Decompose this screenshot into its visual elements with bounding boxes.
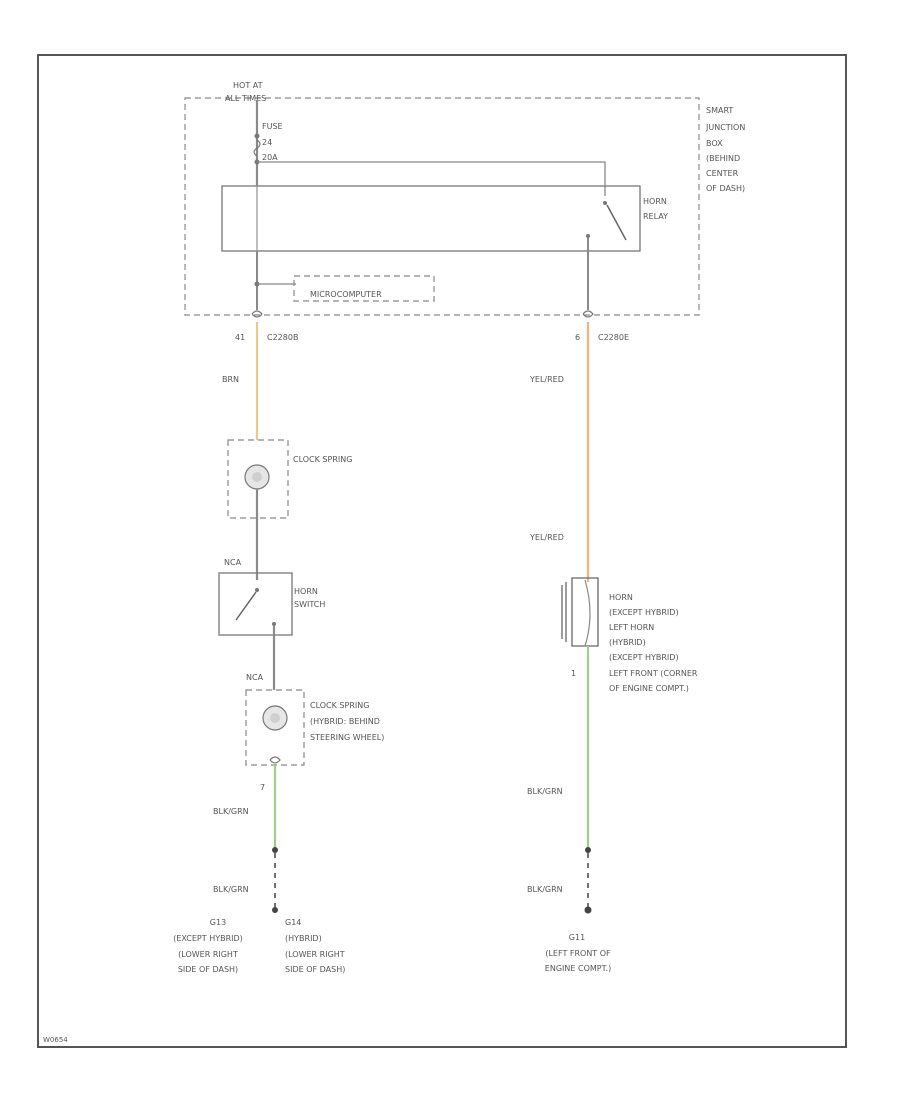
fuse-number: 24 bbox=[262, 138, 272, 147]
sjb-label-line: (BEHIND bbox=[706, 154, 740, 163]
right-yelred-label-2: YEL/RED bbox=[529, 533, 564, 542]
ground-g14-line: SIDE OF DASH) bbox=[285, 965, 345, 974]
connector-c2280b bbox=[251, 310, 263, 318]
right-pin-1: 1 bbox=[571, 669, 576, 678]
sjb-label-line: OF DASH) bbox=[706, 184, 745, 193]
ground-g13-line: (LOWER RIGHT bbox=[178, 950, 238, 959]
relay-switch-arm bbox=[606, 204, 627, 241]
fuse-label: FUSE bbox=[262, 122, 283, 131]
relay-coil-feed bbox=[257, 161, 606, 196]
right-ground-point bbox=[584, 906, 592, 914]
right-connector-label: C2280E bbox=[598, 333, 629, 342]
clock-spring-2-label: CLOCK SPRING bbox=[310, 701, 369, 710]
ground-g11-line: (LEFT FRONT OF bbox=[545, 949, 611, 958]
microcomputer-label: MICROCOMPUTER bbox=[310, 290, 382, 299]
ground-g14-line: (HYBRID) bbox=[285, 934, 322, 943]
ground-g13-line: G13 bbox=[210, 918, 226, 927]
fuse-rating: 20A bbox=[262, 153, 278, 162]
ground-g13-label: G13 (EXCEPT HYBRID) (LOWER RIGHT SIDE OF… bbox=[173, 918, 243, 974]
ground-g13-line: SIDE OF DASH) bbox=[178, 965, 238, 974]
horn-switch-arm bbox=[235, 591, 257, 621]
left-blkgrn-label-2: BLK/GRN bbox=[213, 885, 249, 894]
sjb-label-line: BOX bbox=[706, 139, 723, 148]
fuse-symbol bbox=[253, 139, 261, 157]
ground-g13-line: (EXCEPT HYBRID) bbox=[173, 934, 243, 943]
horn-relay-label: HORN bbox=[643, 197, 667, 206]
horn-label-line: LEFT HORN bbox=[609, 623, 654, 632]
horn-label-line: OF ENGINE COMPT.) bbox=[609, 684, 689, 693]
horn-switch-contact-top bbox=[255, 588, 259, 592]
clock-spring-1-center bbox=[252, 472, 262, 482]
sjb-label-line: SMART bbox=[706, 106, 733, 115]
horn-label-line: LEFT FRONT (CORNER bbox=[609, 669, 698, 678]
right-pin-6: 6 bbox=[575, 333, 580, 342]
horn-relay-box bbox=[221, 185, 641, 252]
horn-relay-label: RELAY bbox=[643, 212, 668, 221]
left-blkgrn-label-1: BLK/GRN bbox=[213, 807, 249, 816]
relay-contact-bottom bbox=[586, 234, 590, 238]
horn-label: HORN (EXCEPT HYBRID) LEFT HORN (HYBRID) … bbox=[609, 593, 698, 693]
clock-spring-1-box bbox=[227, 439, 289, 519]
horn-switch-label: HORN bbox=[294, 587, 318, 596]
left-connector-label: C2280B bbox=[267, 333, 298, 342]
horn-switch-contact-bottom bbox=[272, 622, 276, 626]
diagram-code: W0654 bbox=[43, 1036, 68, 1044]
left-pin-41: 41 bbox=[235, 333, 245, 342]
sjb-label-line: CENTER bbox=[706, 169, 739, 178]
clock-spring-2-box bbox=[245, 689, 305, 766]
left-ground-point bbox=[272, 907, 278, 913]
hot-at-label: HOT AT bbox=[233, 81, 263, 90]
left-nca-label-2: NCA bbox=[246, 673, 264, 682]
right-blkgrn-label-2: BLK/GRN bbox=[527, 885, 563, 894]
horn-switch-label: SWITCH bbox=[294, 600, 325, 609]
connector-c2280e bbox=[582, 310, 594, 318]
horn-label-line: (EXCEPT HYBRID) bbox=[609, 608, 679, 617]
horn-switch-box bbox=[218, 572, 293, 636]
left-ground-node bbox=[272, 847, 278, 853]
ground-g11-label: G11 (LEFT FRONT OF ENGINE COMPT.) bbox=[545, 933, 611, 973]
horn-symbol bbox=[561, 577, 599, 647]
horn-label-line: (HYBRID) bbox=[609, 638, 646, 647]
sjb-label: SMART JUNCTION BOX (BEHIND CENTER OF DAS… bbox=[705, 106, 745, 193]
clock-spring-1-label: CLOCK SPRING bbox=[293, 455, 352, 464]
clock-spring-2-center bbox=[270, 713, 280, 723]
right-ground-node bbox=[585, 847, 591, 853]
ground-g14-line: G14 bbox=[285, 918, 301, 927]
clock-spring-2-label: STEERING WHEEL) bbox=[310, 733, 384, 742]
clock-spring-2-label: (HYBRID: BEHIND bbox=[310, 717, 380, 726]
ground-g14-line: (LOWER RIGHT bbox=[285, 950, 345, 959]
clock-spring-2-connector bbox=[269, 756, 281, 764]
horn-label-line: HORN bbox=[609, 593, 633, 602]
left-nca-label-1: NCA bbox=[224, 558, 242, 567]
horn-cone bbox=[584, 579, 591, 647]
fuse-node bbox=[254, 133, 260, 139]
horn-label-line: (EXCEPT HYBRID) bbox=[609, 653, 679, 662]
sjb-label-line: JUNCTION bbox=[705, 123, 745, 132]
ground-g11-line: ENGINE COMPT.) bbox=[545, 964, 611, 973]
smart-junction-box-outline bbox=[184, 97, 700, 316]
ground-g14-label: G14 (HYBRID) (LOWER RIGHT SIDE OF DASH) bbox=[285, 918, 345, 974]
left-pin-7: 7 bbox=[260, 783, 265, 792]
all-times-label: ALL TIMES bbox=[225, 94, 266, 103]
outer-frame bbox=[37, 54, 847, 1048]
left-brn-label: BRN bbox=[222, 375, 239, 384]
right-yelred-label-1: YEL/RED bbox=[529, 375, 564, 384]
relay-contact-top bbox=[603, 201, 607, 205]
right-blkgrn-label-1: BLK/GRN bbox=[527, 787, 563, 796]
ground-g11-line: G11 bbox=[569, 933, 585, 942]
microcomputer-box bbox=[293, 275, 435, 302]
